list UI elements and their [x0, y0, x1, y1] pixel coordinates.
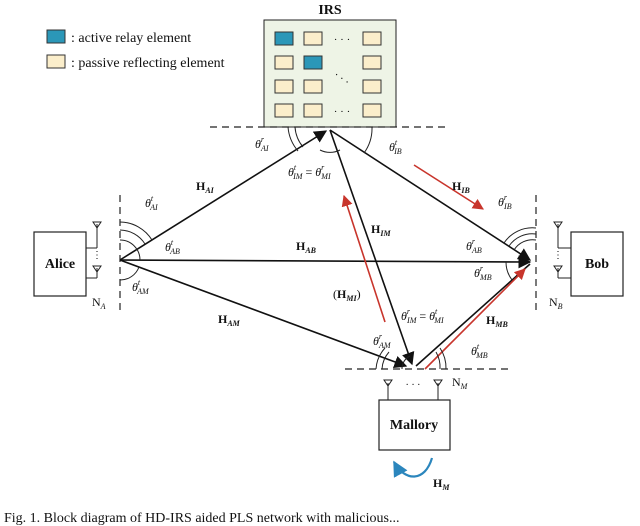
arc-alice-ai: [119, 229, 146, 245]
alice-node: Alice ⋮ NA: [33, 195, 121, 312]
irs-element: [362, 79, 382, 94]
irs-element: [303, 103, 323, 118]
alice-label: Alice: [45, 257, 75, 272]
channel-h-mb: HMB: [486, 313, 508, 329]
irs-element-active: [303, 55, 323, 70]
passive-reflecting-swatch-icon: [46, 54, 66, 69]
irs-element: [274, 103, 294, 118]
mallory-label: Mallory: [390, 418, 438, 433]
arc-alice-ab: [119, 239, 141, 261]
irs-element: [362, 103, 382, 118]
link-irs-bob: [329, 129, 532, 261]
irs-element: [362, 31, 382, 46]
legend-active-label: : active relay element: [71, 31, 191, 46]
antenna-icon: [553, 265, 563, 273]
arrow-mallory-to-bob: [424, 268, 526, 370]
arc-bob-low: [505, 261, 513, 281]
arc-irs-left: [294, 126, 304, 148]
link-irs-mallory: [329, 129, 415, 366]
channel-h-ab: HAB: [296, 239, 317, 255]
irs-dots-row4: · · ·: [334, 106, 351, 118]
irs-element-active: [274, 31, 294, 46]
arc-bob: [508, 233, 537, 247]
link-alice-bob: [119, 255, 532, 269]
mallory-box: [378, 399, 451, 451]
arrow-irs-to-bob: [413, 164, 484, 210]
arc-mallory-left: [375, 347, 386, 370]
channel-labels: HAI HAB HAM HIM (HMI) HIB HMB: [196, 179, 508, 329]
bob-box: [570, 231, 624, 297]
arc-mallory-right: [439, 347, 447, 370]
arc-mallory-left: [381, 351, 390, 370]
channel-h-mi: (HMI): [333, 287, 361, 303]
red-arrows: [341, 164, 526, 370]
antenna-icon: [433, 379, 443, 387]
alice-box: [33, 231, 87, 297]
alice-antenna-dots: ⋮: [92, 250, 102, 261]
irs-element: [274, 55, 294, 70]
channel-h-ib: HIB: [452, 179, 470, 195]
links: [119, 129, 532, 368]
arc-irs-mid: [319, 149, 341, 153]
irs-element: [303, 79, 323, 94]
mallory-node: · · · NM Mallory HM: [345, 368, 510, 492]
irs-block: IRS · · · · · · · · ·: [210, 3, 450, 128]
arc-bob: [503, 227, 537, 244]
irs-element: [303, 31, 323, 46]
arc-bob: [513, 239, 537, 251]
active-relay-swatch-icon: [46, 29, 66, 44]
channel-h-im: HIM: [371, 222, 391, 238]
arc-mallory-right: [435, 351, 441, 370]
arrow-mallory-to-irs: [341, 194, 386, 323]
channel-h-ai: HAI: [196, 179, 215, 195]
antenna-icon: [383, 379, 393, 387]
link-alice-irs: [119, 130, 328, 261]
mallory-self-interference-arrow: [393, 457, 434, 478]
bob-antenna-count: NB: [549, 295, 563, 311]
irs-title: IRS: [318, 3, 342, 18]
mallory-antenna-count: NM: [452, 375, 469, 391]
mallory-antenna-dots: · · ·: [406, 380, 421, 391]
arc-alice-ai: [119, 221, 153, 241]
figure-caption: Fig. 1. Block diagram of HD-IRS aided PL…: [4, 511, 399, 526]
arc-alice-am: [119, 266, 140, 281]
legend-passive-label: : passive reflecting element: [71, 56, 225, 71]
arc-irs-left: [287, 126, 299, 152]
bob-label: Bob: [585, 257, 609, 272]
link-alice-mallory: [119, 259, 408, 368]
antenna-icon: [553, 221, 563, 229]
angle-arcs: [119, 126, 537, 370]
channel-h-m: HM: [433, 476, 450, 492]
irs-element: [274, 79, 294, 94]
legend: : active relay element : passive reflect…: [46, 29, 225, 71]
arc-irs-right: [363, 126, 373, 154]
antenna-icon: [92, 221, 102, 229]
channel-h-am: HAM: [218, 312, 241, 328]
antenna-icon: [92, 265, 102, 273]
irs-dots-row1: · · ·: [334, 34, 351, 46]
alice-antenna-count: NA: [92, 295, 106, 311]
bob-node: Bob ⋮ NB: [535, 195, 624, 312]
arc-mallory-mid: [401, 355, 411, 370]
bob-antenna-dots: ⋮: [553, 250, 563, 261]
link-mallory-bob: [415, 263, 531, 367]
irs-element: [362, 55, 382, 70]
